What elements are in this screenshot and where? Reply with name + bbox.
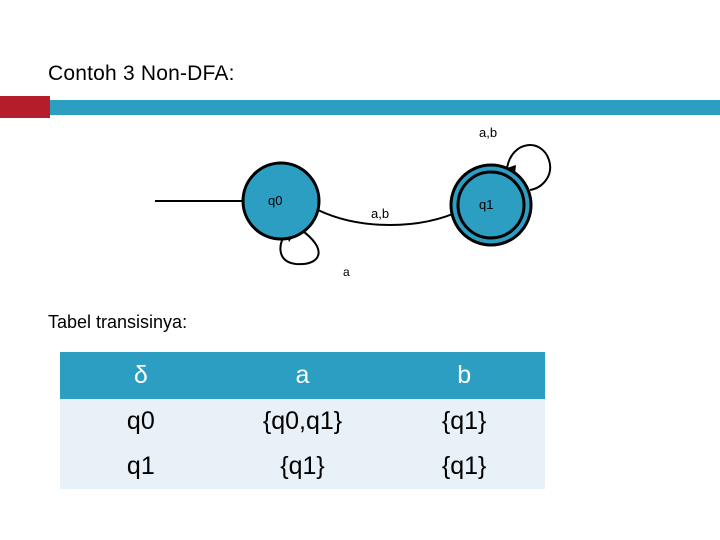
header-accent-blue <box>50 100 720 115</box>
table-row: q0 {q0,q1} {q1} <box>60 399 545 444</box>
state-q1 <box>449 163 533 247</box>
page-title: Contoh 3 Non-DFA: <box>48 62 235 85</box>
table-cell-state: q0 <box>60 399 222 444</box>
table-cell-a: {q0,q1} <box>221 399 384 444</box>
table-header-delta: δ <box>60 352 222 399</box>
state-label-q0: q0 <box>268 193 283 208</box>
edge-label-q0-to-q1: a,b <box>371 206 390 221</box>
table-row: q1 {q1} {q1} <box>60 444 545 489</box>
table-cell-a: {q1} <box>221 444 384 489</box>
state-q0 <box>241 161 321 241</box>
table-header-a: a <box>221 352 384 399</box>
transition-table-wrap: δ a b q0 {q0,q1} {q1} q1 {q1} {q1} <box>60 352 545 489</box>
table-caption: Tabel transisinya: <box>48 312 188 332</box>
automaton-diagram: q0 q1 a,b a,b a <box>0 118 720 298</box>
edge-label-self-loop-q1: a,b <box>479 125 498 140</box>
table-cell-b: {q1} <box>383 444 545 489</box>
edge-q0-to-q1 <box>317 209 463 226</box>
header-accent-red <box>0 96 50 118</box>
table-cell-b: {q1} <box>383 399 545 444</box>
transition-table: δ a b q0 {q0,q1} {q1} q1 {q1} {q1} <box>60 352 545 489</box>
table-header-row: δ a b <box>60 352 545 399</box>
table-header-b: b <box>383 352 545 399</box>
state-label-q1: q1 <box>479 197 494 212</box>
table-cell-state: q1 <box>60 444 222 489</box>
edge-label-self-loop-q0: a <box>343 265 350 279</box>
